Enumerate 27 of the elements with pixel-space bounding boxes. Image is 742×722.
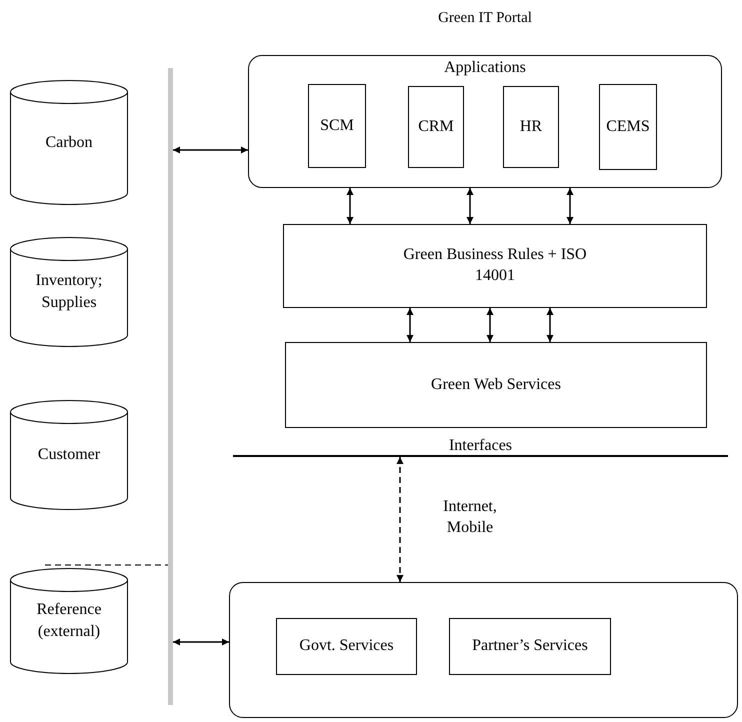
group-container xyxy=(248,55,722,188)
arrow xyxy=(466,188,474,224)
process-box: Green Web Services xyxy=(285,342,707,428)
bus-bar xyxy=(168,68,173,705)
process-box: SCM xyxy=(308,84,366,168)
arrow xyxy=(546,308,554,342)
arrow xyxy=(406,308,414,342)
interfaces-divider: Interfaces xyxy=(233,436,728,457)
cylinder-label: Customer xyxy=(36,445,102,466)
arrow xyxy=(346,188,354,224)
arrow xyxy=(486,308,494,342)
arrow xyxy=(566,188,574,224)
arrow xyxy=(396,457,404,582)
cylinder-label: Inventory; Supplies xyxy=(34,271,104,313)
process-box: CEMS xyxy=(599,84,657,170)
process-box: Green Business Rules + ISO 14001 xyxy=(283,224,707,308)
arrow xyxy=(173,146,248,154)
process-box: CRM xyxy=(408,86,464,168)
process-box: Govt. Services xyxy=(276,618,417,675)
container-heading: Applications xyxy=(443,58,527,78)
arrow xyxy=(173,638,229,646)
process-box: HR xyxy=(503,86,559,168)
process-box: Partner’s Services xyxy=(449,618,611,675)
cylinder-label: Reference (external) xyxy=(36,600,102,642)
diagram-title: Green IT Portal xyxy=(437,10,533,27)
cylinder-label: Carbon xyxy=(44,132,94,153)
group-container xyxy=(229,582,738,718)
